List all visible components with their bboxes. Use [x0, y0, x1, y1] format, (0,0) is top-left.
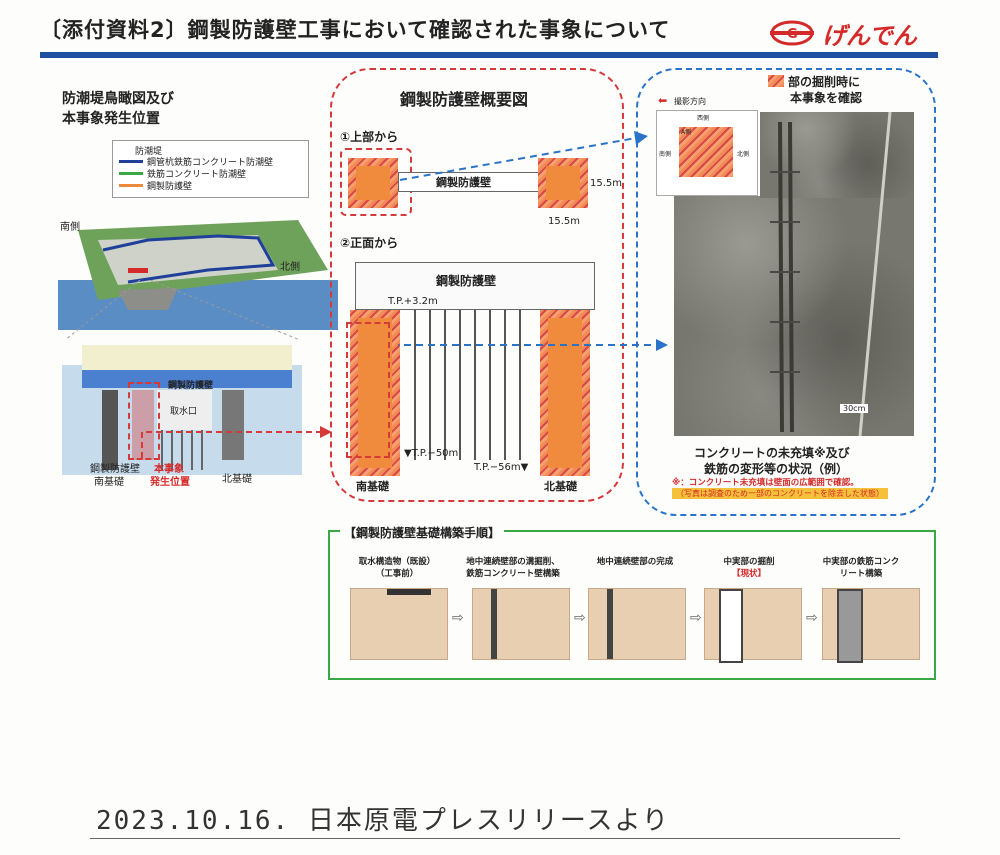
shoot-direction-label: 撮影方向	[674, 97, 706, 106]
title-underline	[40, 52, 938, 58]
step3-wall	[607, 589, 613, 659]
logo-text: げんでん	[822, 22, 917, 50]
step-arrow-icon: ⇨	[452, 610, 464, 626]
cutaway-block-image	[62, 345, 302, 475]
south-base-line2: 南基礎	[94, 477, 124, 488]
step1-title-line2: （工事前）	[375, 569, 419, 579]
center-south-base: 南基礎	[356, 480, 389, 493]
event-label-line1: 本事象	[154, 464, 184, 475]
map-legend: 防潮堤 鋼管杭鉄筋コンクリート防潮壁 鉄筋コンクリート防潮壁 鋼製防護壁	[112, 140, 309, 198]
hatch-legend-line2: 本事象を確認	[790, 91, 863, 105]
rebar-overlay	[770, 112, 892, 436]
footer-rule	[90, 838, 900, 839]
step5-diagram	[822, 588, 920, 663]
step-arrow-icon: ⇨	[574, 610, 586, 626]
step3-title: 地中連続壁部の完成	[596, 557, 674, 567]
legend-item-steel-pile: 鋼管杭鉄筋コンクリート防潮壁	[147, 158, 274, 168]
page-title: 〔添付資料2〕鋼製防護壁工事において確認された事象について	[40, 18, 671, 42]
from-front-label: ②正面から	[340, 236, 399, 250]
shoot-direction-arrow-icon: ⬅	[658, 94, 668, 107]
front-south-core	[358, 318, 392, 468]
center-north-base: 北基礎	[544, 480, 577, 493]
legend-title: 防潮堤	[135, 147, 163, 157]
dim-side-label: 15.5m	[590, 178, 623, 189]
aerial-map-image	[58, 220, 338, 330]
handwritten-source-note: 2023.10.16. 日本原電プレスリリースより	[96, 806, 671, 836]
connector-red-arrow	[141, 426, 332, 458]
legend-item-steel-wall: 鋼製防護壁	[147, 182, 193, 192]
step5-title-line2: リート構築	[839, 569, 883, 579]
inset-hatched-block	[679, 127, 733, 177]
event-label-line2: 発生位置	[150, 477, 190, 488]
front-view-top-frame	[355, 262, 595, 310]
legend-swatch-rc	[119, 172, 143, 175]
tp-bottom-label: T.P.−56m▼	[474, 462, 529, 473]
concrete-photo	[674, 196, 914, 436]
tp-mid-label: ▼T.P.−50m	[404, 448, 459, 459]
step4-tag: 【現状】	[731, 569, 766, 579]
left-heading-line1: 防潮堤鳥瞰図及び	[62, 91, 174, 107]
step2-diagram	[472, 588, 570, 660]
inset-label-south: 南側	[659, 151, 672, 158]
svg-text:G: G	[787, 27, 798, 42]
top-view-south-core	[356, 166, 390, 200]
top-view-north-core	[546, 166, 580, 200]
event-location-box	[128, 382, 160, 460]
scale-bar-label: 30cm	[840, 404, 869, 413]
inset-label-north: 北側	[737, 151, 750, 158]
step2-title-line2: 鉄筋コンクリート壁構築	[466, 569, 560, 579]
step-arrow-icon: ⇨	[806, 610, 818, 626]
step2-title-line1: 地中連続壁部の溝掘削、	[466, 557, 560, 567]
map-north-label: 北側	[280, 262, 300, 273]
step4-diagram	[704, 588, 802, 663]
legend-item-rc: 鉄筋コンクリート防潮壁	[147, 170, 247, 180]
block-intake-label: 取水口	[170, 407, 198, 417]
photo-note: ※：コンクリート未充填は壁面の広範囲で確認。	[672, 478, 859, 488]
logo-mark-icon: G	[770, 20, 814, 46]
company-logo: G げんでん	[770, 18, 930, 50]
inset-top-view: 西側 A側 南側 北側	[656, 110, 758, 196]
map-south-label: 南側	[60, 222, 80, 233]
center-heading: 鋼製防護壁概要図	[400, 90, 529, 109]
dim-bottom-label: 15.5m	[548, 216, 581, 227]
tp-top-label: T.P.+3.2m	[388, 296, 438, 307]
step5-rc-core	[837, 589, 863, 663]
front-wall-label: 鋼製防護壁	[436, 274, 497, 288]
step-arrow-icon: ⇨	[690, 610, 702, 626]
front-north-core	[548, 318, 582, 468]
step1-diagram	[350, 588, 448, 660]
front-piles	[414, 310, 521, 460]
step5-title-line1: 中実部の鉄筋コンク	[822, 557, 900, 567]
hatch-legend-swatch	[768, 75, 784, 87]
photo-caption-line2: 鉄筋の変形等の状況（例）	[704, 462, 849, 476]
north-base-label: 北基礎	[222, 474, 252, 485]
step4-title: 中実部の掘削	[723, 557, 775, 567]
top-view-wall-label: 鋼製防護壁	[436, 176, 491, 189]
left-heading-line2: 本事象発生位置	[62, 111, 160, 127]
step1-title-line1: 取水構造物（既設）	[358, 557, 436, 567]
procedure-panel	[328, 530, 936, 680]
zoom-lines	[64, 280, 301, 341]
block-wall-label: 鋼製防護壁	[168, 381, 214, 391]
legend-swatch-steel-wall	[119, 184, 143, 187]
step1-deck	[387, 589, 431, 595]
step3-diagram	[588, 588, 686, 660]
inset-label-a: A側	[681, 129, 692, 136]
legend-swatch-steel-pile	[119, 160, 143, 163]
right-panel	[636, 68, 936, 516]
concrete-photo-top	[760, 112, 914, 198]
procedure-heading: 【鋼製防護壁基礎構築手順】	[340, 524, 505, 541]
front-event-highlight	[346, 322, 390, 458]
step4-excavation	[719, 589, 743, 663]
south-base-line1: 鋼製防護壁	[90, 464, 140, 475]
photo-note2: （写真は調査のため一部のコンクリートを除去した状態）	[672, 488, 888, 499]
hatch-legend-line1: 部の掘削時に	[788, 75, 861, 89]
from-top-label: ①上部から	[340, 130, 399, 144]
step2-wall	[491, 589, 497, 659]
inset-label-west: 西側	[697, 115, 710, 122]
photo-caption-line1: コンクリートの未充填※及び	[694, 446, 850, 460]
center-panel	[330, 68, 624, 502]
